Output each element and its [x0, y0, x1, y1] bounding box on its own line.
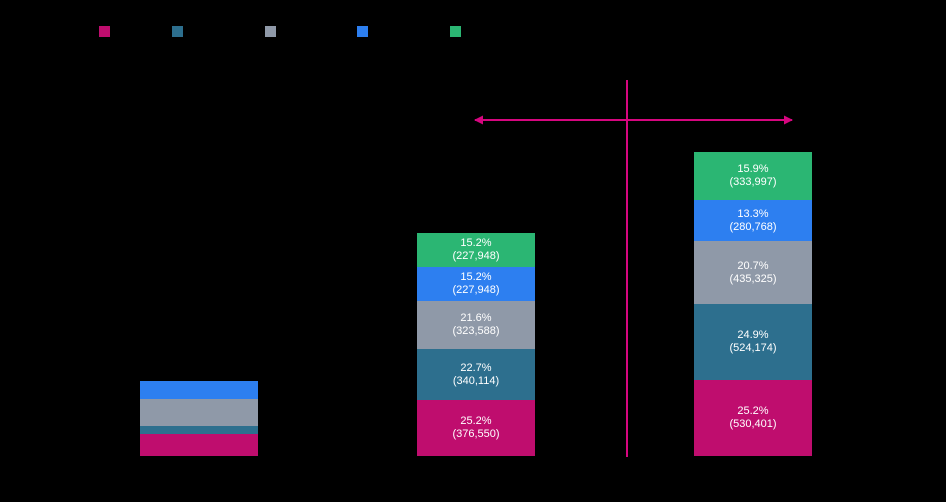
segment-value-label: (376,550)	[452, 428, 500, 440]
segment-value-label: (227,948)	[452, 284, 500, 296]
bar-segment[interactable]: 15.2%(227,948)	[417, 233, 535, 267]
bar-segment[interactable]: 13.3%(280,768)	[694, 200, 812, 241]
bar-segment[interactable]: 20.7%(435,325)	[694, 241, 812, 304]
segment-value-label: (524,174)	[729, 342, 777, 354]
segment-value-label: (227,948)	[452, 250, 500, 262]
bar-segment[interactable]	[140, 381, 258, 399]
bar-segment[interactable]: 21.6%(323,588)	[417, 301, 535, 349]
bar-segment[interactable]	[140, 434, 258, 456]
segment-value-label: (323,588)	[452, 325, 500, 337]
legend-swatch-5	[450, 26, 461, 37]
segment-percent-label: 13.3%	[737, 207, 769, 220]
bar-middle[interactable]: 15.2%(227,948)15.2%(227,948)21.6%(323,58…	[417, 233, 535, 456]
segment-percent-label: 20.7%	[737, 259, 769, 272]
segment-percent-label: 24.9%	[737, 329, 769, 341]
legend-item-5[interactable]	[450, 26, 467, 37]
legend-swatch-3	[265, 26, 276, 37]
segment-percent-label: 15.2%	[460, 237, 492, 249]
legend-item-1[interactable]	[99, 26, 116, 37]
segment-percent-label: 15.9%	[737, 163, 769, 175]
bar-segment[interactable]: 25.2%(530,401)	[694, 380, 812, 456]
segment-value-label: (280,768)	[729, 220, 777, 233]
segment-percent-label: 25.2%	[460, 415, 492, 427]
segment-value-label: (340,114)	[452, 374, 500, 387]
bar-segment[interactable]: 22.7%(340,114)	[417, 349, 535, 400]
segment-value-label: (530,401)	[729, 418, 777, 430]
bar-right[interactable]: 15.9%(333,997)13.3%(280,768)20.7%(435,32…	[694, 152, 812, 456]
bar-segment[interactable]	[140, 399, 258, 426]
bar-segment[interactable]: 24.9%(524,174)	[694, 304, 812, 380]
bar-segment[interactable]: 25.2%(376,550)	[417, 400, 535, 456]
chart-legend	[0, 0, 946, 60]
segment-value-label: (333,997)	[729, 176, 777, 188]
legend-item-4[interactable]	[357, 26, 374, 37]
legend-swatch-2	[172, 26, 183, 37]
bar-segment[interactable]	[140, 426, 258, 434]
legend-swatch-4	[357, 26, 368, 37]
segment-percent-label: 21.6%	[460, 312, 492, 324]
segment-percent-label: 22.7%	[460, 361, 492, 374]
legend-swatch-1	[99, 26, 110, 37]
bar-segment[interactable]: 15.2%(227,948)	[417, 267, 535, 301]
legend-item-2[interactable]	[172, 26, 189, 37]
legend-item-3[interactable]	[265, 26, 282, 37]
bar-segment[interactable]: 15.9%(333,997)	[694, 152, 812, 200]
segment-percent-label: 25.2%	[737, 405, 769, 417]
segment-percent-label: 15.2%	[460, 271, 492, 283]
segment-value-label: (435,325)	[729, 272, 777, 285]
bar-left[interactable]	[140, 381, 258, 456]
